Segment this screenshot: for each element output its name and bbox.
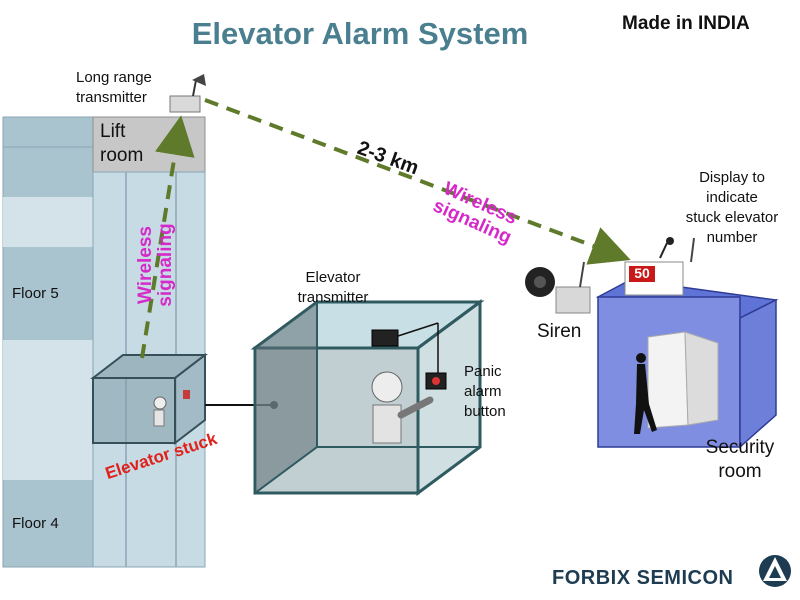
lift-room-label: Lift room <box>100 120 143 168</box>
elevator-transmitter-label: Elevator transmitter <box>278 268 388 308</box>
panic-line3: button <box>464 403 506 420</box>
security-room-line2: room <box>718 461 762 482</box>
elevator-transmitter-line1: Elevator <box>305 269 361 286</box>
panic-line1: Panic <box>464 363 502 380</box>
forbix-logo-icon <box>759 555 791 587</box>
long-range-transmitter-line1: Long range <box>76 69 152 86</box>
wireless-shaft-line1: Wireless <box>135 226 156 304</box>
security-room-label: Security room <box>685 436 795 484</box>
display-line4: number <box>706 229 758 246</box>
shaft-signal-arrow <box>140 115 195 359</box>
display-label: Display to indicate stuck elevator numbe… <box>672 168 792 248</box>
made-in-india-label: Made in INDIA <box>622 13 750 34</box>
long-range-signal-arrow <box>204 98 631 265</box>
siren-label: Siren <box>537 321 582 342</box>
elevator-transmitter-line2: transmitter <box>297 289 369 306</box>
diagram-title: Elevator Alarm System <box>191 16 529 51</box>
panic-alarm-button-label: Panic alarm button <box>464 362 506 422</box>
building <box>2 116 206 568</box>
security-room-line1: Security <box>705 437 775 458</box>
long-range-transmitter-line2: transmitter <box>76 89 147 106</box>
display-line3: stuck elevator <box>685 209 779 226</box>
display-line2: indicate <box>706 189 758 206</box>
panic-line2: alarm <box>464 383 502 400</box>
long-range-transmitter-device <box>169 74 206 113</box>
elevator-cabin-large <box>250 299 485 496</box>
floor-4-label: Floor 4 <box>12 515 59 532</box>
lift-room-line2: room <box>100 145 144 166</box>
display-line1: Display to <box>699 169 765 186</box>
siren-device <box>525 261 591 314</box>
elevator-cabin-small <box>90 352 208 446</box>
wireless-shaft-line2: signaling <box>155 223 176 307</box>
floor-5-label: Floor 5 <box>12 285 59 302</box>
brand-name: FORBIX SEMICON <box>552 567 734 589</box>
long-range-transmitter-label: Long range transmitter <box>76 68 152 108</box>
security-room <box>595 237 779 449</box>
display-number: 50 <box>634 265 650 281</box>
lift-room-line1: Lift <box>100 121 126 142</box>
wireless-signaling-shaft-label: Wireless signaling <box>135 215 176 315</box>
